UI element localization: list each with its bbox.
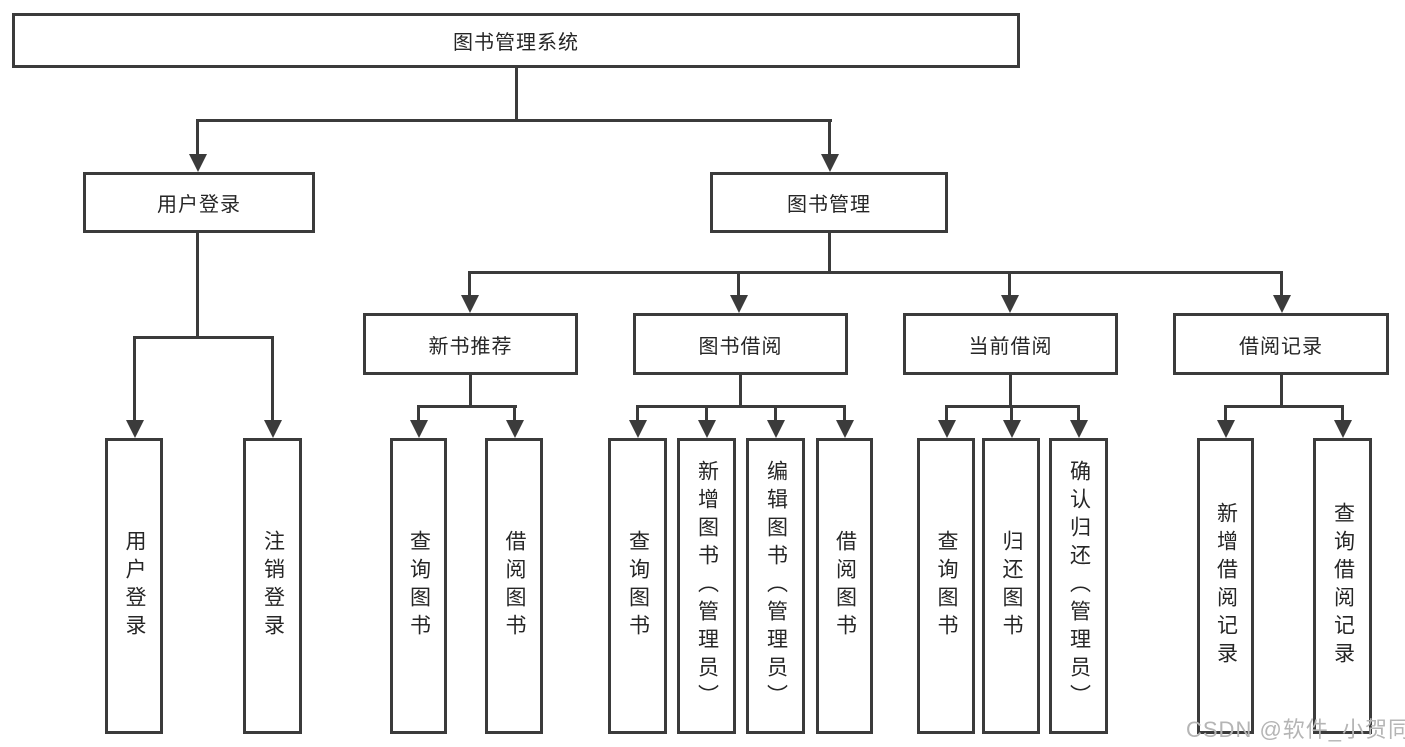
leaf-edit-books-admin: 编辑图书（管理员） <box>746 438 805 734</box>
arrow-down-icon <box>461 295 479 313</box>
connector-line <box>515 66 518 122</box>
connector-line <box>739 375 742 408</box>
connector-line <box>1009 375 1012 408</box>
leaf-borrow-books-recommend: 借阅图书 <box>485 438 543 734</box>
arrow-down-icon <box>836 420 854 438</box>
leaf-add-books-admin: 新增图书（管理员） <box>677 438 736 734</box>
node-label: 借阅记录 <box>1239 335 1323 358</box>
node-label: 图书管理系统 <box>453 32 579 54</box>
connector-line <box>271 336 274 420</box>
leaf-label: 确认归还（管理员） <box>1067 460 1091 712</box>
connector-line <box>1280 271 1283 295</box>
connector-line <box>737 271 740 295</box>
leaf-return-books: 归还图书 <box>982 438 1040 734</box>
leaf-label: 查询图书 <box>626 530 650 642</box>
node-label: 当前借阅 <box>968 335 1053 358</box>
connector-line <box>1341 405 1344 420</box>
connector-line <box>468 271 1283 274</box>
leaf-label: 新增借阅记录 <box>1214 502 1238 670</box>
leaf-label: 查询借阅记录 <box>1331 502 1355 670</box>
connector-line <box>133 336 136 420</box>
node-new-book-recommend: 新书推荐 <box>363 313 578 375</box>
leaf-label: 借阅图书 <box>503 530 526 642</box>
connector-line <box>945 405 948 420</box>
leaf-label: 查询图书 <box>407 530 431 642</box>
leaf-label: 归还图书 <box>1000 530 1023 642</box>
node-library-system: 图书管理系统 <box>12 13 1020 68</box>
leaf-label: 编辑图书（管理员） <box>764 460 788 712</box>
node-book-management: 图书管理 <box>710 172 948 233</box>
leaf-query-borrow-record: 查询借阅记录 <box>1313 438 1372 734</box>
connector-line <box>705 405 708 420</box>
leaf-label: 注销登录 <box>261 530 285 642</box>
arrow-down-icon <box>938 420 956 438</box>
arrow-down-icon <box>1217 420 1235 438</box>
connector-line <box>196 233 199 339</box>
connector-line <box>1008 271 1011 295</box>
arrow-down-icon <box>1273 295 1291 313</box>
connector-line <box>196 119 199 154</box>
connector-line <box>843 405 846 420</box>
leaf-label: 借阅图书 <box>833 530 857 642</box>
node-label: 用户登录 <box>157 194 241 216</box>
connector-line <box>636 405 639 420</box>
leaf-query-books-borrow: 查询图书 <box>608 438 667 734</box>
node-label: 图书管理 <box>787 194 871 216</box>
arrow-down-icon <box>629 420 647 438</box>
connector-line <box>1224 405 1227 420</box>
node-book-borrow: 图书借阅 <box>633 313 848 375</box>
arrow-down-icon <box>821 154 839 172</box>
connector-line <box>196 119 832 122</box>
leaf-label: 用户登录 <box>123 530 146 642</box>
leaf-add-borrow-record: 新增借阅记录 <box>1197 438 1254 734</box>
arrow-down-icon <box>730 295 748 313</box>
arrow-down-icon <box>264 420 282 438</box>
csdn-watermark: CSDN @软件_小贺同学 <box>1186 717 1405 742</box>
arrow-down-icon <box>189 154 207 172</box>
leaf-logout: 注销登录 <box>243 438 302 734</box>
connector-line <box>468 271 471 295</box>
connector-line <box>133 336 274 339</box>
node-user-login: 用户登录 <box>83 172 315 233</box>
connector-line <box>828 119 831 154</box>
leaf-label: 查询图书 <box>935 530 958 642</box>
connector-line <box>828 233 831 274</box>
connector-line <box>774 405 777 420</box>
leaf-label: 新增图书（管理员） <box>695 460 719 712</box>
arrow-down-icon <box>506 420 524 438</box>
connector-line <box>1224 405 1343 408</box>
node-borrow-records: 借阅记录 <box>1173 313 1389 375</box>
connector-line <box>1010 405 1013 420</box>
arrow-down-icon <box>1070 420 1088 438</box>
connector-line <box>636 405 845 408</box>
leaf-user-login: 用户登录 <box>105 438 163 734</box>
arrow-down-icon <box>410 420 428 438</box>
node-current-borrow: 当前借阅 <box>903 313 1118 375</box>
connector-line <box>1077 405 1080 420</box>
arrow-down-icon <box>1003 420 1021 438</box>
node-label: 新书推荐 <box>428 335 513 358</box>
connector-line <box>417 405 517 408</box>
arrow-down-icon <box>1334 420 1352 438</box>
connector-line <box>417 405 420 420</box>
leaf-query-books-current: 查询图书 <box>917 438 975 734</box>
arrow-down-icon <box>1001 295 1019 313</box>
connector-line <box>513 405 516 420</box>
connector-line <box>1280 375 1283 408</box>
leaf-borrow-books: 借阅图书 <box>816 438 873 734</box>
arrow-down-icon <box>698 420 716 438</box>
node-label: 图书借阅 <box>698 335 783 358</box>
leaf-confirm-return-admin: 确认归还（管理员） <box>1049 438 1108 734</box>
connector-line <box>469 375 472 408</box>
arrow-down-icon <box>126 420 144 438</box>
leaf-query-books-recommend: 查询图书 <box>390 438 447 734</box>
arrow-down-icon <box>767 420 785 438</box>
